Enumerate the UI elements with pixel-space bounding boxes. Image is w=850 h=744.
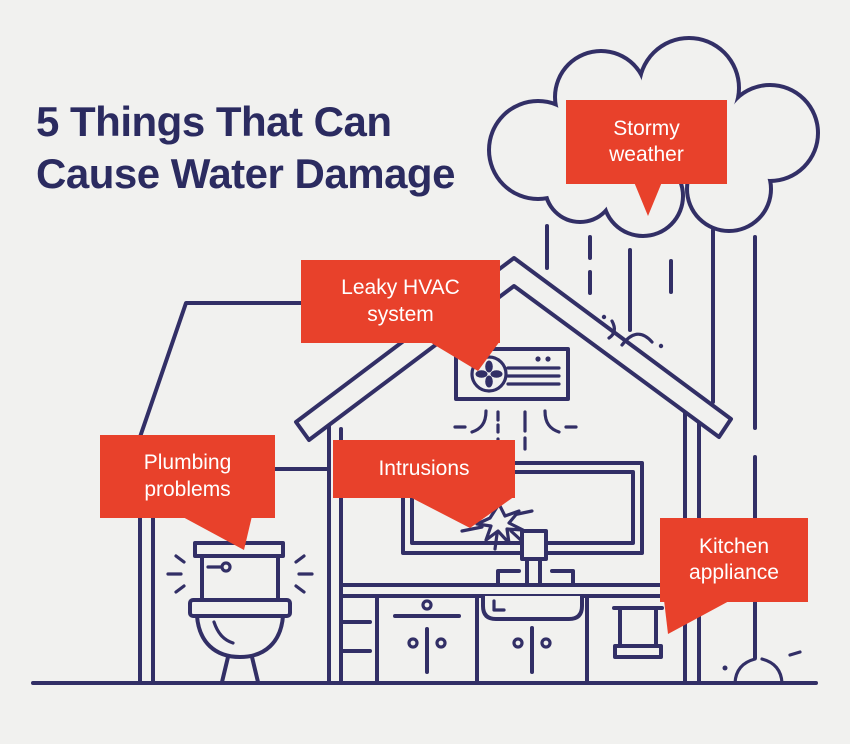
callout-kitchen-appliance: Kitchen appliance: [660, 518, 808, 602]
callout-label: Intrusions: [378, 456, 470, 480]
kitchen-appliance-icon: [612, 606, 664, 659]
kitchen-cabinets: [339, 595, 589, 685]
faucet-icon: [496, 529, 575, 586]
intrusions-callout-tail: [408, 496, 515, 528]
callout-label: Kitchen appliance: [689, 534, 779, 584]
title-line-2: Cause Water Damage: [36, 150, 455, 197]
page-title: 5 Things That Can Cause Water Damage: [36, 96, 516, 200]
callout-leaky-hvac: Leaky HVAC system: [301, 260, 500, 343]
callout-tails: [181, 182, 731, 634]
callout-stormy-weather: Stormy weather: [566, 100, 727, 184]
callout-label: Plumbing problems: [143, 451, 232, 501]
roof-splash: [601, 314, 664, 349]
callout-intrusions: Intrusions: [333, 440, 515, 498]
plumbing-callout-tail: [181, 516, 252, 550]
callout-label: Stormy weather: [609, 116, 684, 166]
kitchen-callout-tail: [664, 600, 731, 634]
callout-label: Leaky HVAC system: [341, 276, 460, 326]
title-line-1: 5 Things That Can: [36, 98, 392, 145]
shake-marks-icon: [166, 554, 314, 594]
hvac-callout-tail: [428, 341, 500, 371]
toilet-icon: [166, 541, 314, 684]
ground-splash: [722, 650, 802, 685]
roof: [294, 256, 733, 442]
callout-plumbing-problems: Plumbing problems: [100, 435, 275, 518]
stormy-callout-tail: [634, 182, 662, 216]
fan-blades-icon: [475, 360, 503, 388]
sink-icon: [340, 583, 686, 621]
